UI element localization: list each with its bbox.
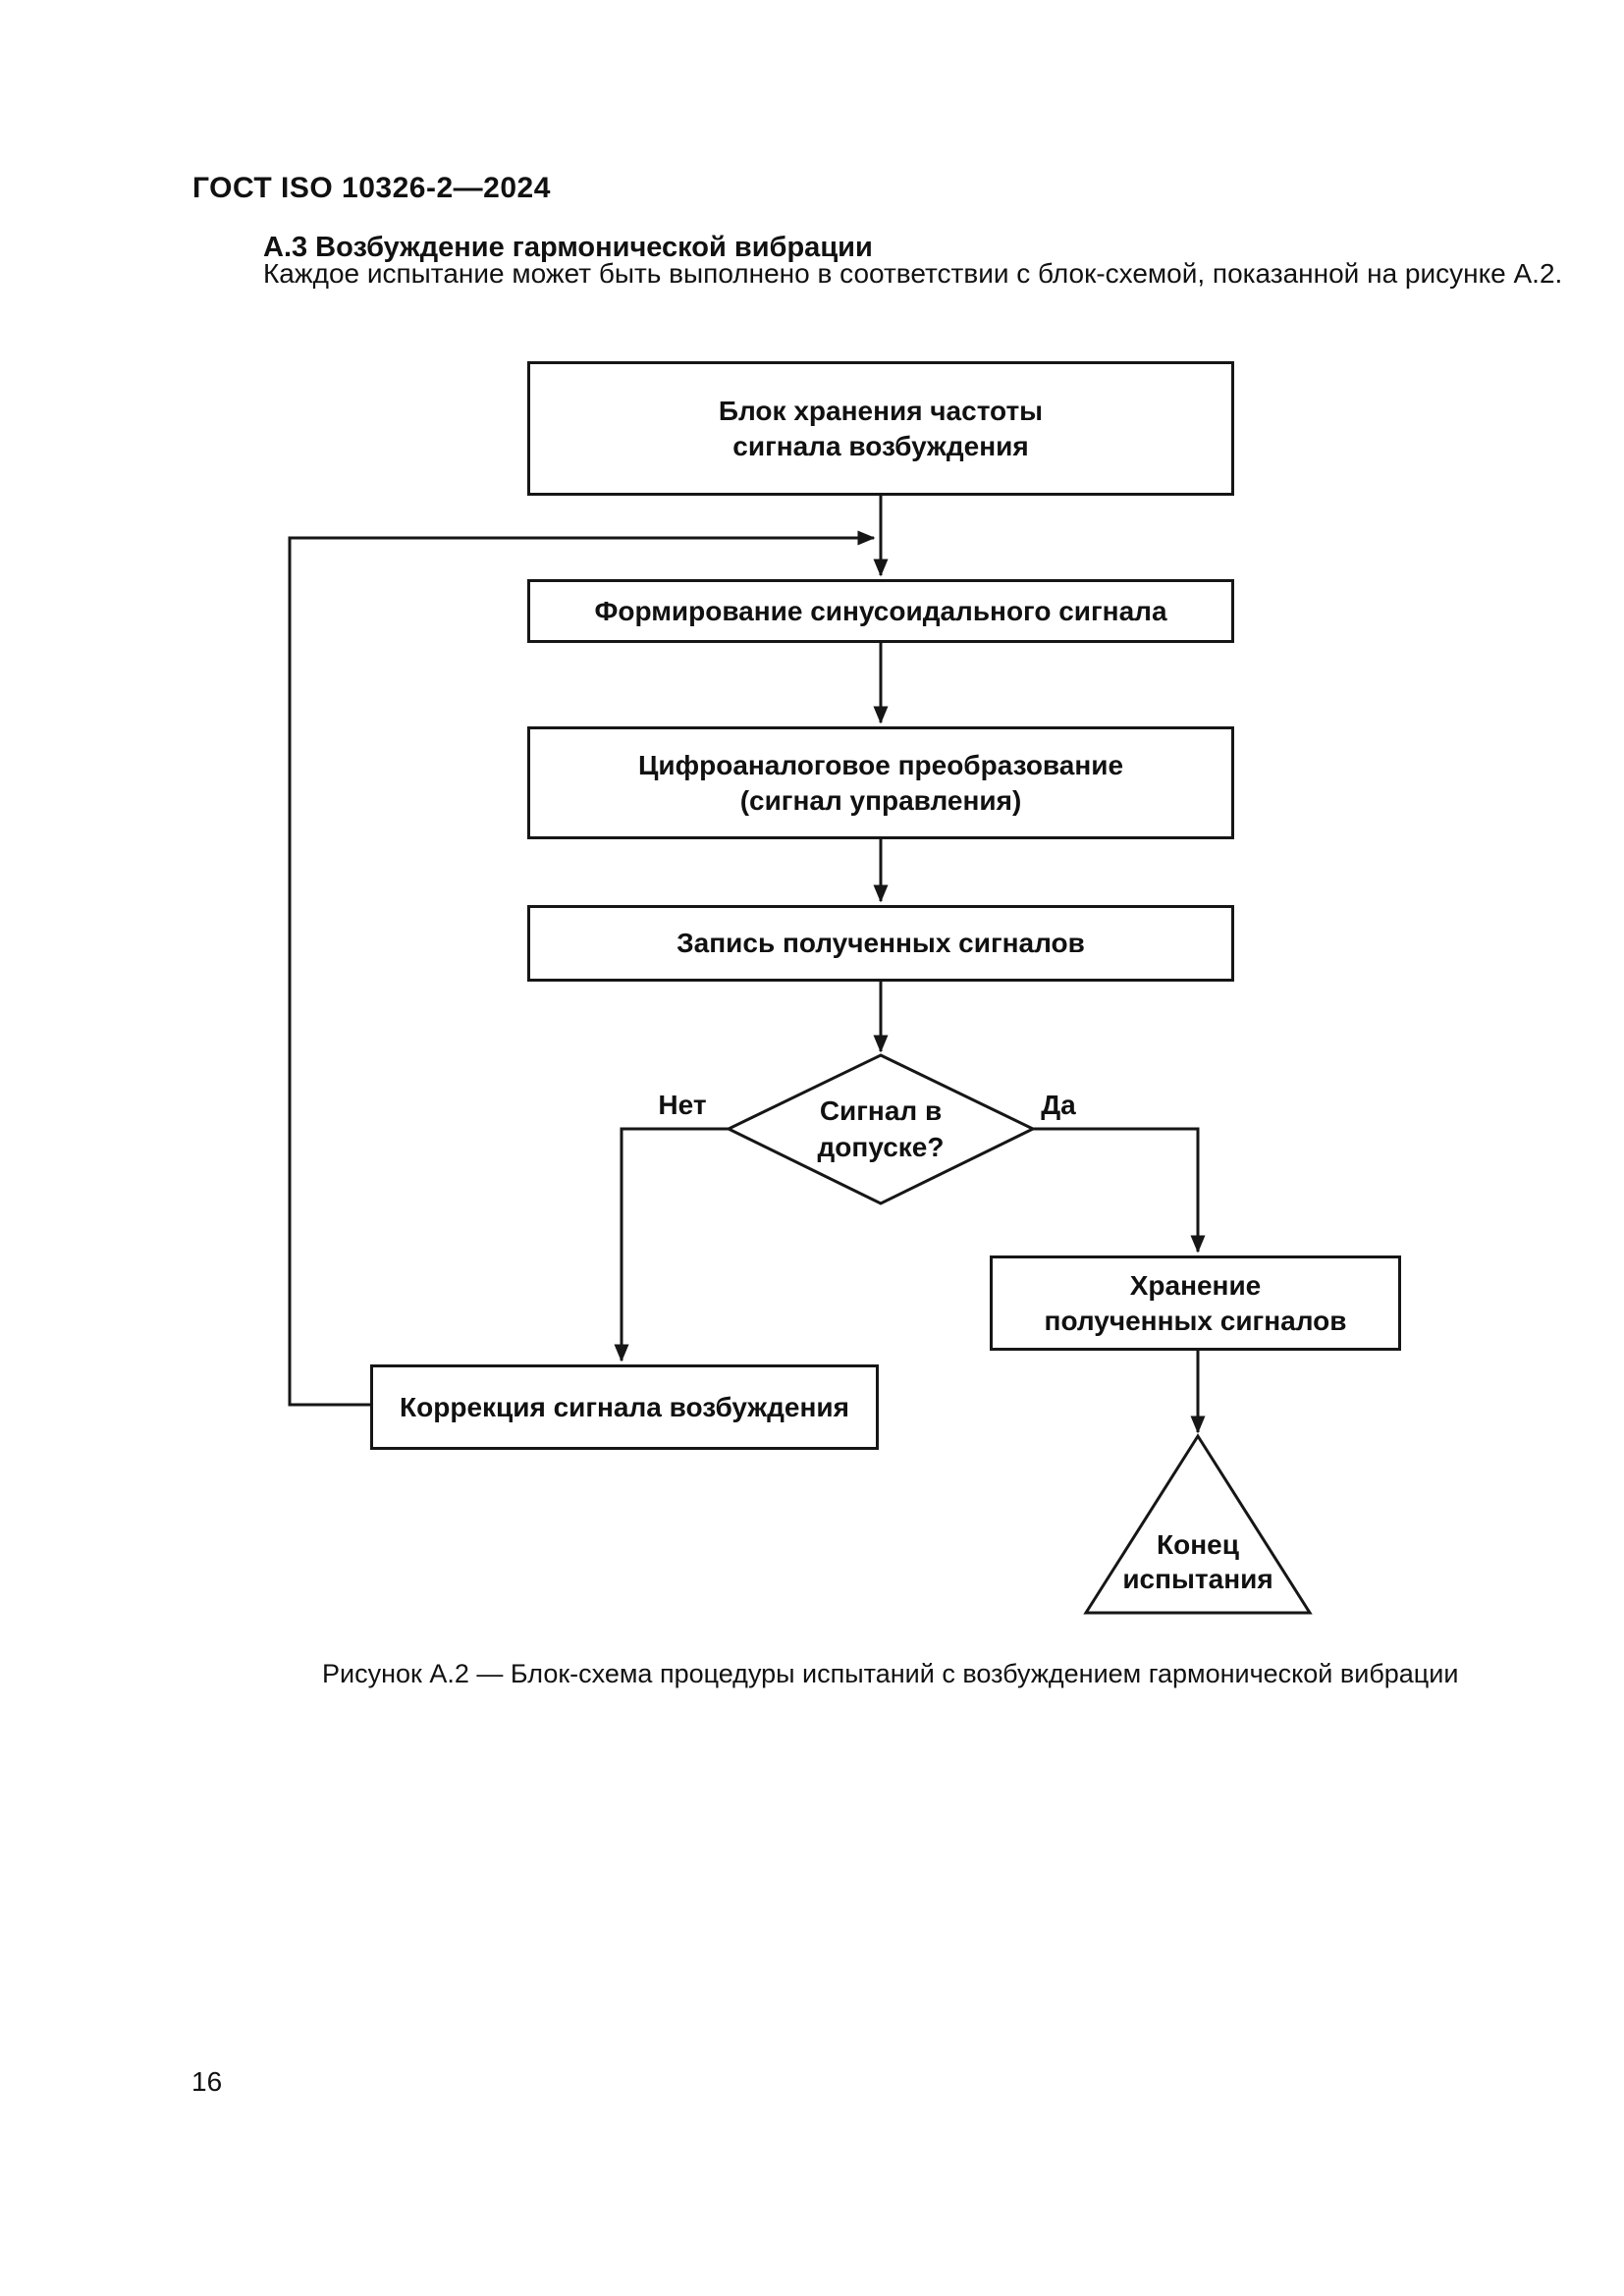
body-paragraph: Каждое испытание может быть выполнено в … [263, 258, 1563, 289]
end-triangle-label: Конец испытания [1122, 1529, 1273, 1594]
flowchart-node-sine-generation: Формирование синусоидального сигнала [527, 579, 1234, 643]
flowchart-node-freq-storage: Блок хранения частоты сигнала возбуждени… [527, 361, 1234, 496]
branch-label-yes: Да [1041, 1090, 1076, 1120]
flowchart-node-correction: Коррекция сигнала возбуждения [370, 1364, 879, 1450]
decision-diamond-shape [725, 1053, 1037, 1205]
flowchart-node-store-signals: Хранение полученных сигналов [990, 1255, 1401, 1351]
flowchart-node-dac-conversion: Цифроаналоговое преобразование (сигнал у… [527, 726, 1234, 839]
page-number: 16 [191, 2066, 223, 2097]
end-triangle-shape [1083, 1433, 1313, 1615]
branch-label-no: Нет [658, 1090, 707, 1120]
flowchart-node-record-signals: Запись полученных сигналов [527, 905, 1234, 982]
figure-caption: Рисунок А.2 — Блок-схема процедуры испыт… [322, 1659, 1459, 1688]
decision-diamond-label: Сигнал в допуске? [817, 1095, 945, 1162]
connector-yes-branch [1033, 1127, 1206, 1254]
section-heading: А.3 Возбуждение гармонической вибрации [263, 232, 873, 263]
connector-feedback-loop [288, 530, 876, 1407]
connector-no-branch [614, 1127, 729, 1362]
document-header: ГОСТ ISO 10326-2—2024 [192, 172, 551, 204]
